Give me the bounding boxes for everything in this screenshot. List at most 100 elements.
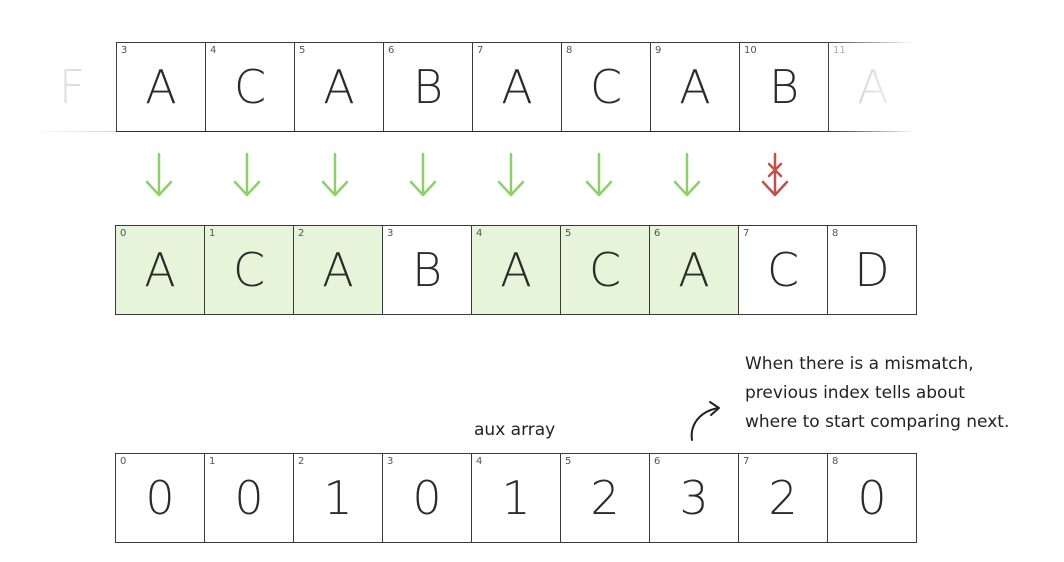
- match-arrow-icon: [145, 152, 173, 197]
- cell-index: 3: [121, 45, 128, 56]
- cell-value: A: [857, 60, 889, 114]
- aux-array-label: aux array: [474, 420, 556, 440]
- cell-value: A: [144, 243, 176, 297]
- cell-value: C: [589, 60, 623, 114]
- cell-value: 1: [501, 471, 531, 525]
- cell-index: 7: [743, 456, 750, 467]
- cell-index: 5: [565, 228, 572, 239]
- cell-index: 7: [743, 228, 750, 239]
- cell-value: 0: [857, 471, 887, 525]
- cell-index: 10: [744, 45, 757, 56]
- cell-value: C: [588, 243, 622, 297]
- cell-index: 8: [832, 456, 839, 467]
- cell-index: 3: [387, 456, 394, 467]
- cell-value: A: [679, 60, 711, 114]
- cell-index: 6: [654, 456, 661, 467]
- cell-index: 7: [477, 45, 484, 56]
- cell-index: 8: [832, 228, 839, 239]
- cell-index: 8: [566, 45, 573, 56]
- text-row-bottom-edge: [30, 131, 920, 132]
- mismatch-arrow-icon: [761, 152, 789, 197]
- cell-index: 4: [210, 45, 217, 56]
- cell-index: 5: [299, 45, 306, 56]
- cell-value: 0: [145, 471, 175, 525]
- cell-value: D: [854, 243, 890, 297]
- mismatch-note-line-2: previous index tells about: [745, 383, 965, 403]
- cell-index: 4: [476, 456, 483, 467]
- mismatch-note-line-1: When there is a mismatch,: [745, 354, 974, 374]
- cell-index: 6: [654, 228, 661, 239]
- mismatch-note-line-3: where to start comparing next.: [745, 412, 1010, 432]
- match-arrow-icon: [233, 152, 261, 197]
- match-arrow-icon: [585, 152, 613, 197]
- cell-value: A: [501, 60, 533, 114]
- cell-index: 5: [565, 456, 572, 467]
- cell-value: 2: [590, 471, 620, 525]
- cell-value: 0: [234, 471, 264, 525]
- cell-value: C: [766, 243, 800, 297]
- cell-value: 1: [323, 471, 353, 525]
- cell-index: 6: [388, 45, 395, 56]
- cell-value: B: [768, 60, 800, 114]
- cell-value: A: [678, 243, 710, 297]
- cell-value: C: [233, 60, 267, 114]
- cell-value: B: [412, 60, 444, 114]
- cell-value: 2: [768, 471, 798, 525]
- cell-index: 3: [387, 228, 394, 239]
- cell-value: 3: [679, 471, 709, 525]
- cell-value: 0: [412, 471, 442, 525]
- curved-arrow-icon: [690, 401, 720, 441]
- cell-value: C: [232, 243, 266, 297]
- cell-value: A: [145, 60, 177, 114]
- cell-value: A: [323, 60, 355, 114]
- cell-value: A: [322, 243, 354, 297]
- text-cell: F: [27, 42, 117, 132]
- mismatch-note: When there is a mismatch, previous index…: [745, 350, 1009, 437]
- cell-index: 9: [655, 45, 662, 56]
- cell-index: 1: [209, 456, 216, 467]
- match-arrow-icon: [321, 152, 349, 197]
- cell-index: 2: [298, 456, 305, 467]
- match-arrow-icon: [497, 152, 525, 197]
- cell-index: 1: [209, 228, 216, 239]
- cell-index: 0: [120, 228, 127, 239]
- cell-index: 2: [298, 228, 305, 239]
- match-arrow-icon: [409, 152, 437, 197]
- match-arrow-icon: [673, 152, 701, 197]
- cell-index: 0: [120, 456, 127, 467]
- cell-index: 4: [476, 228, 483, 239]
- cell-value: A: [500, 243, 532, 297]
- cell-value: B: [411, 243, 443, 297]
- cell-value: F: [58, 60, 86, 114]
